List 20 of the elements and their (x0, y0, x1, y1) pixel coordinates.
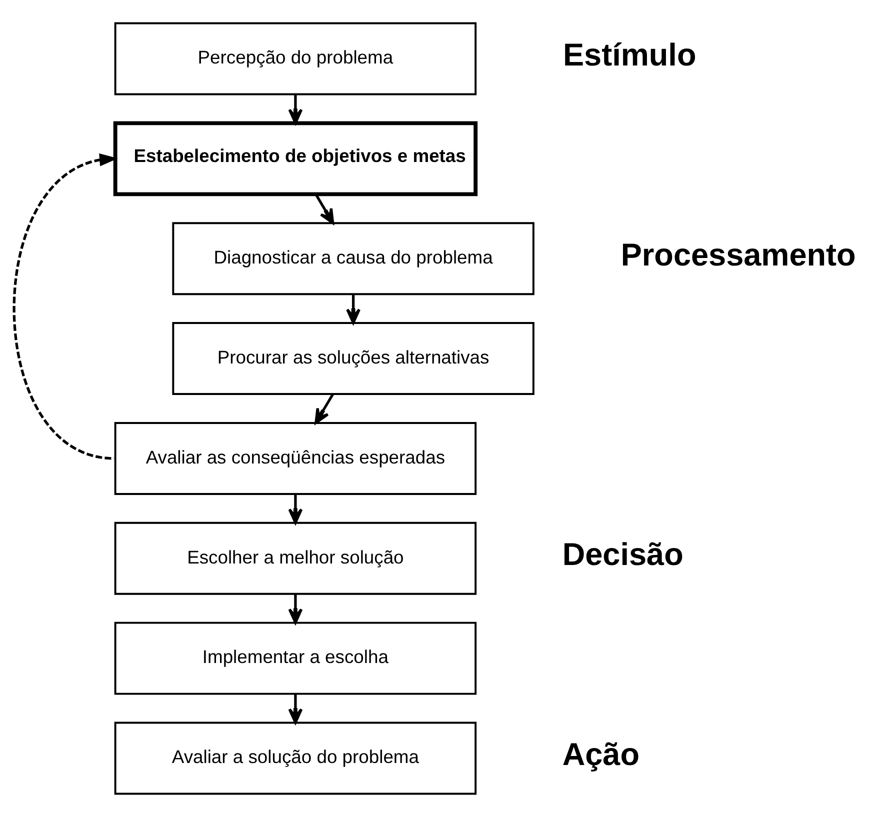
label: Estímulo (563, 36, 696, 72)
node-box: Procurar as soluções alternativas (172, 322, 534, 395)
node-box: Avaliar as conseqüências esperadas (114, 421, 477, 494)
arrow (288, 494, 303, 524)
node-box: Estabelecimento de objetivos e metas (113, 120, 478, 196)
node-box: Avaliar a solução do problema (114, 721, 477, 794)
label: Decisão (562, 536, 684, 572)
node-box: Escolher a melhor solução (114, 521, 477, 594)
label: Ação (562, 736, 640, 772)
arrow (346, 294, 361, 324)
arrow (288, 694, 303, 724)
arrow (288, 594, 303, 624)
arrow (12, 152, 118, 460)
node-box: Implementar a escolha (114, 621, 477, 694)
arrow (314, 393, 334, 424)
node-box: Percepção do problema (114, 22, 477, 95)
arrow (288, 94, 303, 124)
label: Processamento (620, 236, 856, 272)
arrow (314, 193, 334, 224)
node-box: Diagnosticar a causa do problema (172, 222, 534, 295)
